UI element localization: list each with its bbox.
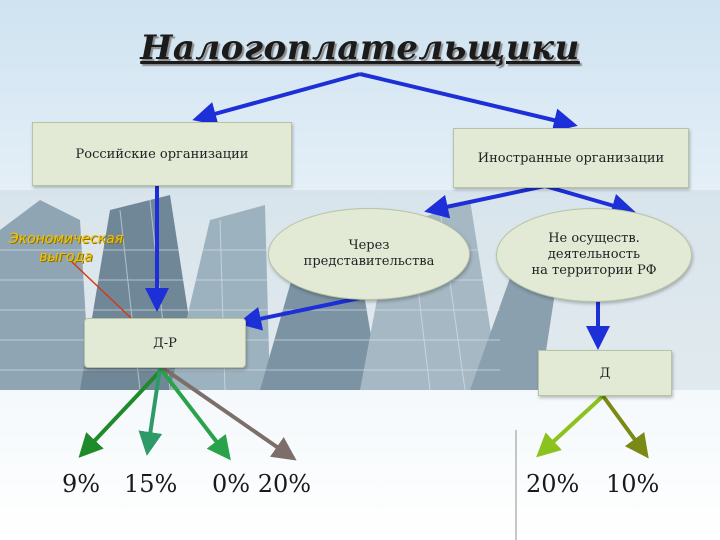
- dr-box: Д-Р: [84, 318, 246, 368]
- rate-9: 9%: [62, 470, 101, 498]
- rate-10: 10%: [606, 470, 660, 498]
- representation-ellipse: Через представительства: [268, 208, 470, 300]
- arrow-foreign-to-noact: [544, 184, 636, 218]
- no-activity-ellipse: Не осуществ. деятельность на территории …: [496, 208, 692, 302]
- arrow-dr-to-20: [161, 366, 297, 461]
- foreign-organizations-label: Иностранные организации: [477, 150, 665, 166]
- arrow-title-to-russian: [192, 72, 361, 126]
- no-activity-label-line2: деятельность: [547, 247, 641, 262]
- economic-benefit-label: Экономическая выгода: [0, 230, 136, 266]
- no-activity-label-line3: на территории РФ: [531, 263, 657, 278]
- arrow-d-to-10: [601, 394, 649, 459]
- d-box: Д: [538, 350, 672, 396]
- diagram-title: Налогоплательщики: [140, 28, 580, 68]
- russian-organizations-box: Российские организации: [32, 122, 292, 186]
- no-activity-label-line1: Не осуществ.: [548, 231, 640, 246]
- foreign-organizations-box: Иностранные организации: [453, 128, 689, 188]
- arrow-dr-to-0: [158, 366, 231, 461]
- arrow-dr-to-9: [78, 366, 165, 458]
- rate-20: 20%: [526, 470, 580, 498]
- arrow-rep-to-dr: [237, 296, 361, 331]
- arrow-dr-to-15: [138, 367, 163, 456]
- dr-label: Д-Р: [153, 335, 177, 351]
- arrow-title-to-foreign: [359, 72, 578, 132]
- representation-label-line1: Через: [348, 238, 390, 253]
- rate-0-20: 0% 20%: [212, 470, 312, 498]
- economic-benefit-line1: Экономическая: [8, 231, 124, 247]
- d-label: Д: [599, 365, 611, 381]
- economic-benefit-line2: выгода: [39, 249, 93, 265]
- russian-organizations-label: Российские организации: [75, 146, 249, 162]
- rate-15: 15%: [124, 470, 178, 498]
- representation-label-line2: представительства: [303, 254, 435, 269]
- arrow-foreign-to-rep: [424, 184, 546, 219]
- arrow-d-to-20: [536, 394, 605, 458]
